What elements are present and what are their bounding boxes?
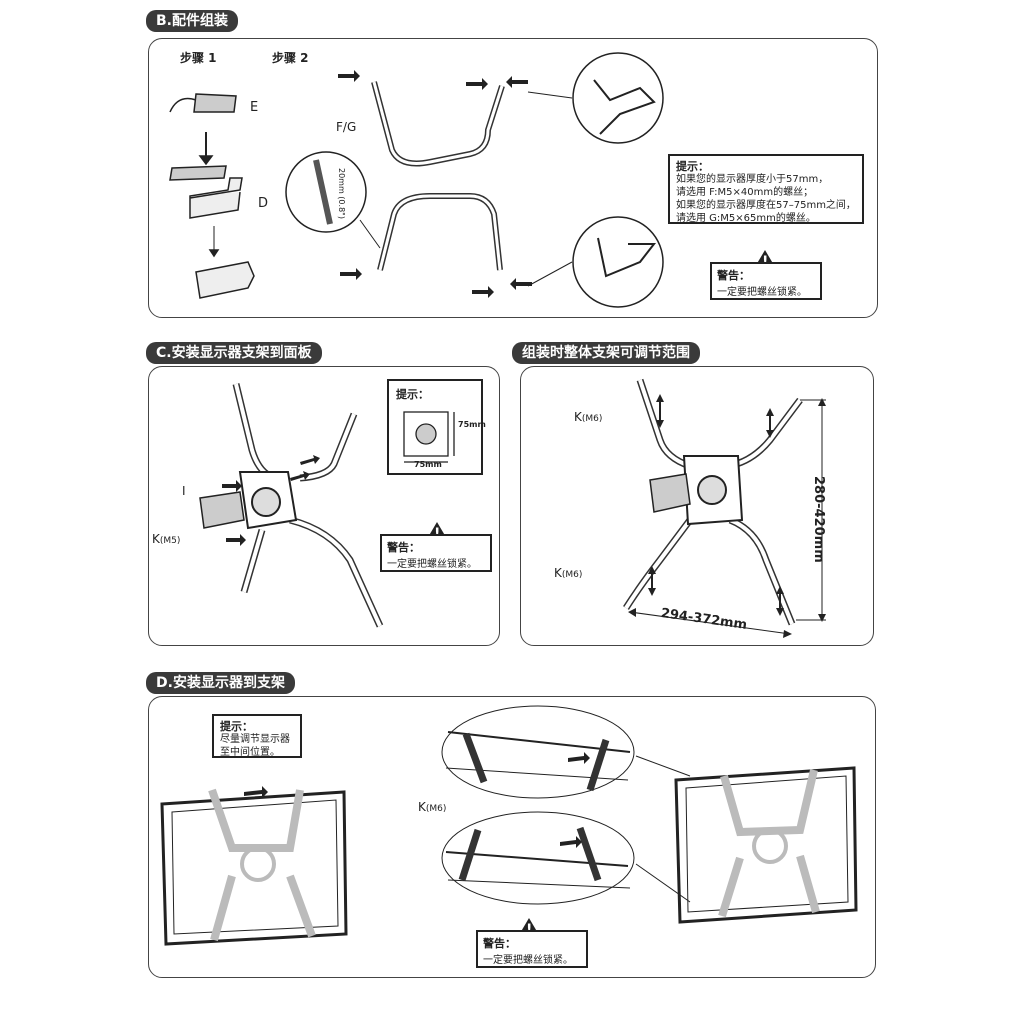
vesa-tip-heading: 提示： [396, 388, 429, 401]
part-i-label: I [182, 484, 186, 498]
vesa-hub [251, 487, 281, 517]
arrow-icon [340, 268, 362, 280]
zoom-circle-top [572, 52, 664, 144]
zoom-top-edge [441, 705, 635, 799]
range-title: 组装时整体支架可调节范围 [512, 342, 700, 364]
adjust-arrow-icon [656, 394, 664, 428]
range-k1-letter: K [574, 410, 582, 424]
part-k-d-size: (M6) [425, 804, 447, 814]
tip-line: 请选用 F:M5×40mm的螺丝； [676, 187, 814, 198]
warning-text: 一定要把螺丝锁紧。 [717, 287, 807, 298]
part-k-size: (M5) [159, 536, 181, 546]
arrow-icon [560, 836, 582, 848]
section-c-panel [148, 366, 500, 646]
warning-text: 一定要把螺丝锁紧。 [387, 559, 477, 570]
arrow-icon [510, 278, 532, 290]
tip-box-b: 提示： 如果您的显示器厚度小于57mm， 请选用 F:M5×40mm的螺丝； 如… [668, 154, 864, 224]
range-k2-letter: K [554, 566, 562, 580]
range-k1-size: (M6) [581, 414, 603, 424]
monitor-right [674, 766, 858, 924]
part-k-d-letter: K [418, 800, 426, 814]
warning-box-c: 警告： 一定要把螺丝锁紧。 [380, 534, 492, 572]
warning-heading: 警告： [483, 937, 516, 950]
arrow-icon [466, 78, 488, 90]
zoom-circle-holes [285, 151, 367, 233]
step-2-label: 步骤 2 [272, 51, 309, 65]
monitor-left [160, 790, 348, 946]
section-d-panel [148, 696, 876, 978]
adjust-arrow-icon [766, 408, 774, 438]
tip-line: 请选用 G:M5×65mm的螺丝。 [676, 213, 816, 224]
warning-heading: 警告： [717, 269, 750, 282]
part-e-shape [169, 97, 197, 113]
mount-arm [199, 491, 245, 529]
tip-line: 如果您的显示器厚度小于57mm， [676, 174, 829, 185]
step-1-label: 步骤 1 [180, 51, 217, 65]
arrow-icon [338, 70, 360, 82]
arrow-icon [226, 534, 246, 546]
range-k2-size: (M6) [561, 570, 583, 580]
zoom-circle-bottom [572, 216, 664, 308]
part-k-label: K(M5) [152, 532, 180, 546]
arrow-icon [506, 76, 528, 88]
part-k-d-label: K(M6) [418, 800, 446, 814]
section-c-title: C.安装显示器支架到面板 [146, 342, 322, 364]
arrow-icon [300, 455, 320, 465]
arrow-icon [244, 786, 268, 798]
warning-box-b: 警告： 一定要把螺丝锁紧。 [710, 262, 822, 300]
tip-line: 至中间位置。 [220, 747, 280, 758]
arrow-icon [472, 286, 494, 298]
range-k2-label: K(M6) [554, 566, 582, 580]
zoom-bottom-edge [441, 811, 635, 905]
part-d-clamp [189, 177, 243, 219]
section-b-title: B.配件组装 [146, 10, 238, 32]
warning-text: 一定要把螺丝锁紧。 [483, 955, 573, 966]
tip-line: 尽量调节显示器 [220, 734, 290, 745]
tip-heading: 提示： [676, 160, 709, 173]
section-d-title: D.安装显示器到支架 [146, 672, 295, 694]
screw-fg-label: F/G [336, 120, 357, 134]
vesa-hub [697, 475, 727, 505]
vesa-width-label: 75mm [414, 460, 442, 469]
tip-heading: 提示： [220, 720, 253, 733]
mount-arm [649, 473, 691, 513]
adjust-arrow-icon [648, 566, 656, 596]
vesa-height-label: 75mm [458, 420, 486, 429]
part-d-pad [169, 165, 227, 181]
tip-box-d: 提示： 尽量调节显示器 至中间位置。 [212, 714, 302, 758]
arrow-icon [290, 471, 310, 481]
adjust-arrow-icon [776, 586, 784, 616]
part-e-pad [193, 93, 237, 113]
tip-line: 如果您的显示器厚度在57–75mm之间， [676, 200, 856, 211]
width-dimension-line [629, 611, 791, 635]
warning-box-d: 警告： 一定要把螺丝锁紧。 [476, 930, 588, 968]
arrow-icon [568, 752, 590, 764]
part-d-assembled [195, 261, 255, 299]
range-k1-label: K(M6) [574, 410, 602, 424]
part-k-letter: K [152, 532, 160, 546]
warning-heading: 警告： [387, 541, 420, 554]
part-e-label: E [250, 100, 259, 115]
vesa-pattern [403, 411, 449, 457]
section-b-panel [148, 38, 878, 318]
arrow-icon [222, 480, 242, 492]
range-panel [520, 366, 874, 646]
part-d-label: D [258, 196, 269, 211]
